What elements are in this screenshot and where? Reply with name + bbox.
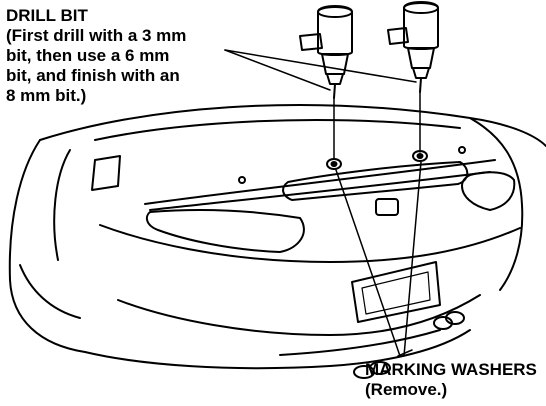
drill-bit-note-line-3: bit, and finish with an	[6, 66, 180, 85]
car-rear-body	[8, 104, 546, 379]
drill-bit-leaders	[224, 49, 417, 91]
washer-leaders	[335, 161, 422, 357]
marking-washer-left	[326, 158, 342, 170]
drill-bit-note-line-4: 8 mm bit.)	[6, 86, 87, 105]
left-tail-light	[145, 209, 305, 253]
rear-emblem	[375, 198, 399, 216]
drill-bit-title: DRILL BIT	[6, 6, 88, 25]
marking-washers-note: (Remove.)	[365, 380, 448, 399]
exhaust-tips	[353, 311, 465, 379]
drill-bit-right	[387, 1, 439, 153]
marking-washers-callout: MARKING WASHERS (Remove.)	[365, 360, 537, 400]
drill-bit-callout: DRILL BIT (First drill with a 3 mm bit, …	[6, 6, 186, 106]
drill-bit-note-line-1: (First drill with a 3 mm	[6, 26, 187, 45]
right-tail-light	[461, 171, 516, 211]
drill-bit-note-line-2: bit, then use a 6 mm	[6, 46, 170, 65]
center-garnish	[282, 161, 469, 201]
marking-washers-title: MARKING WASHERS	[365, 360, 537, 379]
drill-bit-left	[299, 5, 353, 159]
marking-washer-right	[412, 150, 428, 162]
license-plate-recess	[351, 261, 441, 323]
left-side-marker	[91, 155, 121, 191]
